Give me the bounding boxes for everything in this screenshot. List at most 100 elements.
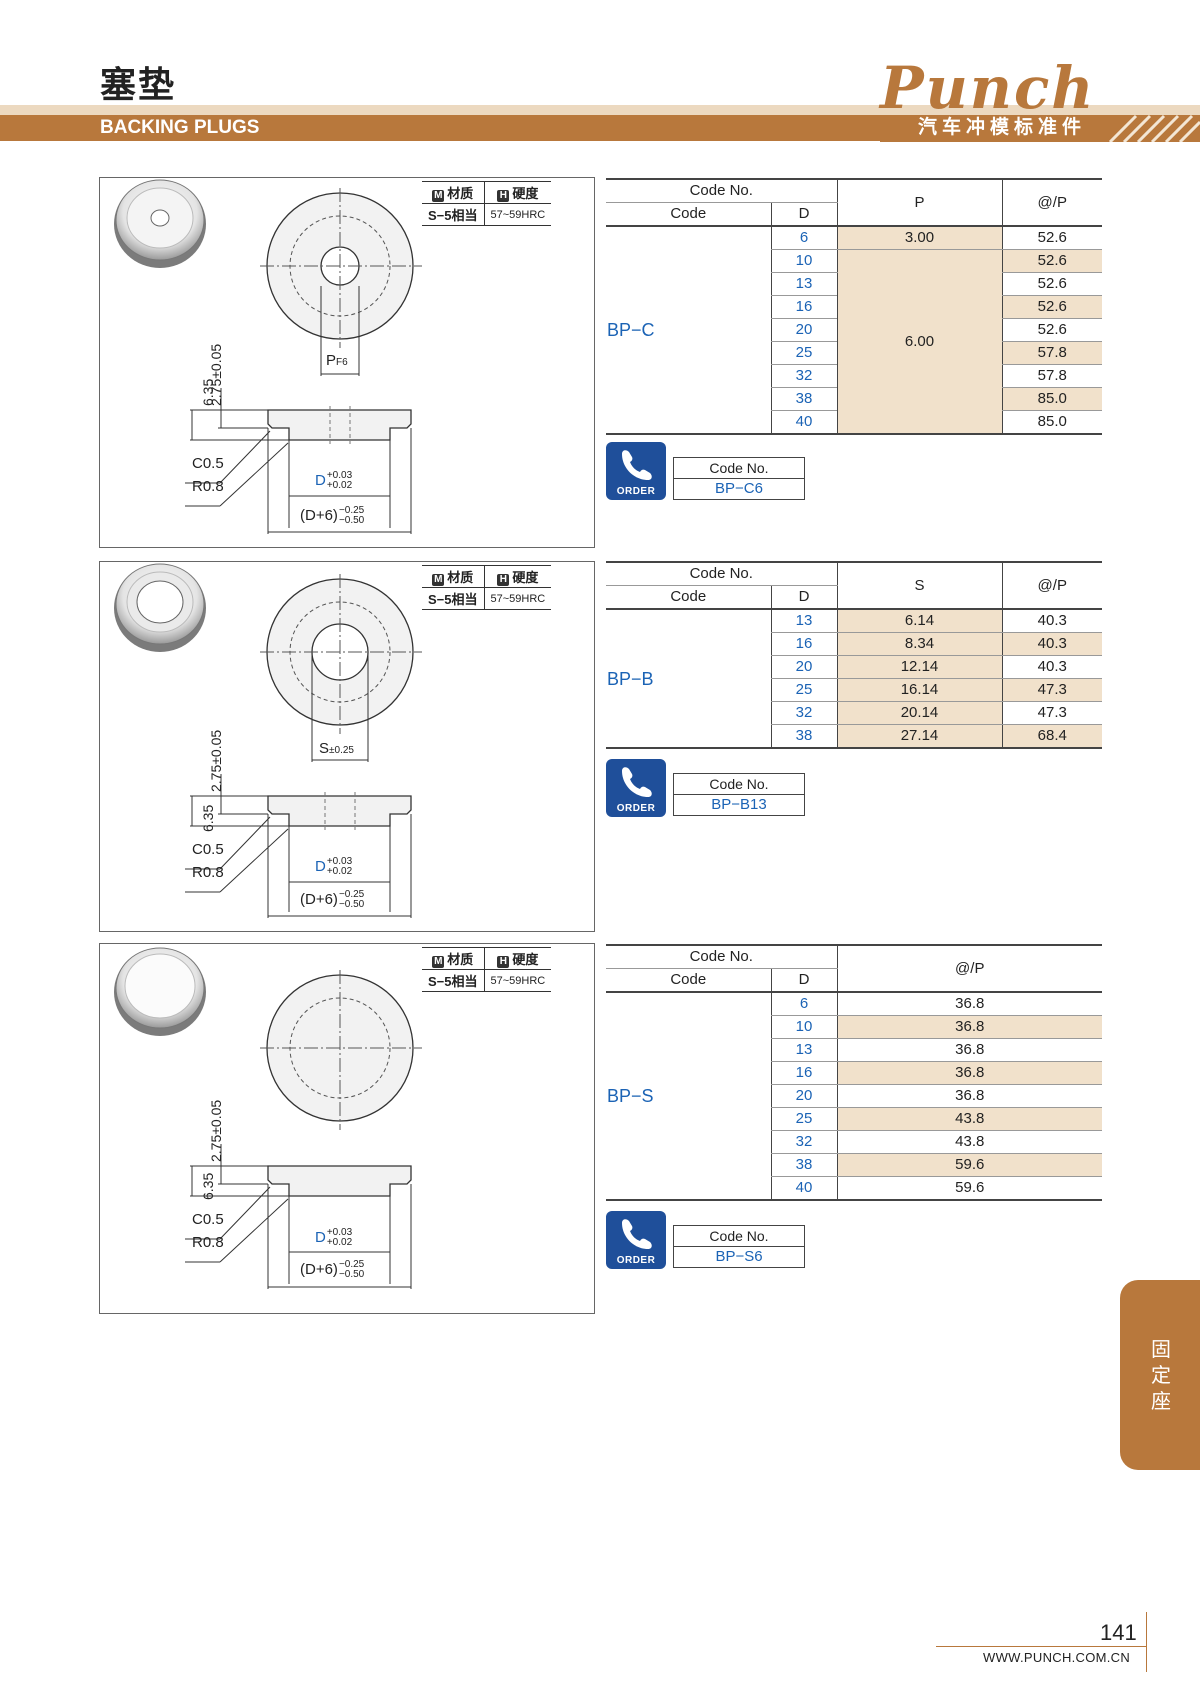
d-cell: 25 [770,1107,837,1131]
order-icon-label: ORDER [616,1255,656,1266]
od-dim: (D+6)−0.25−0.50 [300,1259,365,1280]
height-dim: 6.35 [200,1172,216,1200]
h-square-icon: H [497,190,510,202]
hardness-label: 硬度 [512,570,539,585]
step-dim: 2.75±0.05 [208,729,224,792]
order-icon-label: ORDER [616,486,656,497]
th-price: @/P [1001,178,1102,227]
code-cell: BP−B [606,609,771,749]
material-label: 材质 [447,952,474,967]
page-title-en: BACKING PLUGS [100,117,260,138]
price-cell: 47.3 [1001,701,1102,725]
th-d: D [770,202,837,227]
d-cell: 13 [770,1038,837,1062]
th-s: S [836,561,1002,610]
th-code-no: Code No. [606,944,837,969]
order-example-bpc: Code No. BP−C6 [673,457,805,500]
radius-dim: R0.8 [192,478,224,495]
price-cell: 36.8 [836,1015,1102,1039]
order-example-bpb: Code No. BP−B13 [673,773,805,816]
step-dim: 2.75±0.05 [208,1099,224,1162]
phone-icon [622,767,652,797]
d-cell: 38 [770,1153,837,1177]
price-cell: 52.6 [1001,272,1102,296]
th-code-no: Code No. [606,561,837,586]
p-cell: 3.00 [836,226,1002,250]
th-price: @/P [836,944,1102,993]
hardness-value: 57~59HRC [483,203,552,226]
price-cell: 36.8 [836,1061,1102,1085]
d-cell: 32 [770,364,837,388]
hardness-label: 硬度 [512,952,539,967]
table-row: 13 52.6 [606,272,1102,296]
s-cell: 6.14 [836,609,1002,633]
order-icon: ORDER [606,1211,666,1269]
price-cell: 40.3 [1001,632,1102,656]
bpb-drawing-svg [114,563,422,918]
phone-icon [622,450,652,480]
footer-vline [1146,1612,1147,1672]
price-cell: 68.4 [1001,724,1102,749]
price-cell: 59.6 [836,1153,1102,1177]
th-d: D [770,968,837,993]
hardness-value: 57~59HRC [483,587,552,610]
bpb-hole-dim: S±0.25 [319,740,354,757]
material-label: 材质 [447,570,474,585]
price-cell: 52.6 [1001,318,1102,342]
s-cell: 16.14 [836,678,1002,702]
s-cell: 27.14 [836,724,1002,749]
step-dim: 2.75±0.05 [208,343,224,406]
d-cell: 13 [770,272,837,296]
price-cell: 59.6 [836,1176,1102,1201]
s-cell: 8.34 [836,632,1002,656]
hardness-label: 硬度 [512,186,539,201]
d-cell: 20 [770,655,837,679]
th-code: Code [606,585,771,610]
d-cell: 40 [770,1176,837,1201]
order-example-bps: Code No. BP−S6 [673,1225,805,1268]
m-square-icon: M [432,574,445,586]
price-cell: 47.3 [1001,678,1102,702]
order-code-value: BP−C6 [673,478,805,500]
d-cell: 10 [770,249,837,273]
punch-logo-subtitle: 汽车冲模标准件 [918,116,1087,138]
h-square-icon: H [497,574,510,586]
price-cell: 36.8 [836,1038,1102,1062]
d-dim: D+0.03+0.02 [315,1227,353,1248]
chamfer-dim: C0.5 [192,1211,224,1228]
price-cell: 57.8 [1001,364,1102,388]
chamfer-dim: C0.5 [192,455,224,472]
material-value: S−5相当 [422,587,484,610]
d-cell: 32 [770,1130,837,1154]
s-cell: 12.14 [836,655,1002,679]
side-tab[interactable] [1120,1280,1200,1470]
price-cell: 52.6 [1001,249,1102,273]
bps-drawing-svg [114,947,422,1289]
d-cell: 13 [770,609,837,633]
d-cell: 20 [770,1084,837,1108]
price-cell: 43.8 [836,1130,1102,1154]
d-cell: 32 [770,701,837,725]
header-band-light [0,105,1200,115]
material-value: S−5相当 [422,203,484,226]
d-cell: 16 [770,1061,837,1085]
order-icon: ORDER [606,442,666,500]
price-cell: 85.0 [1001,410,1102,435]
